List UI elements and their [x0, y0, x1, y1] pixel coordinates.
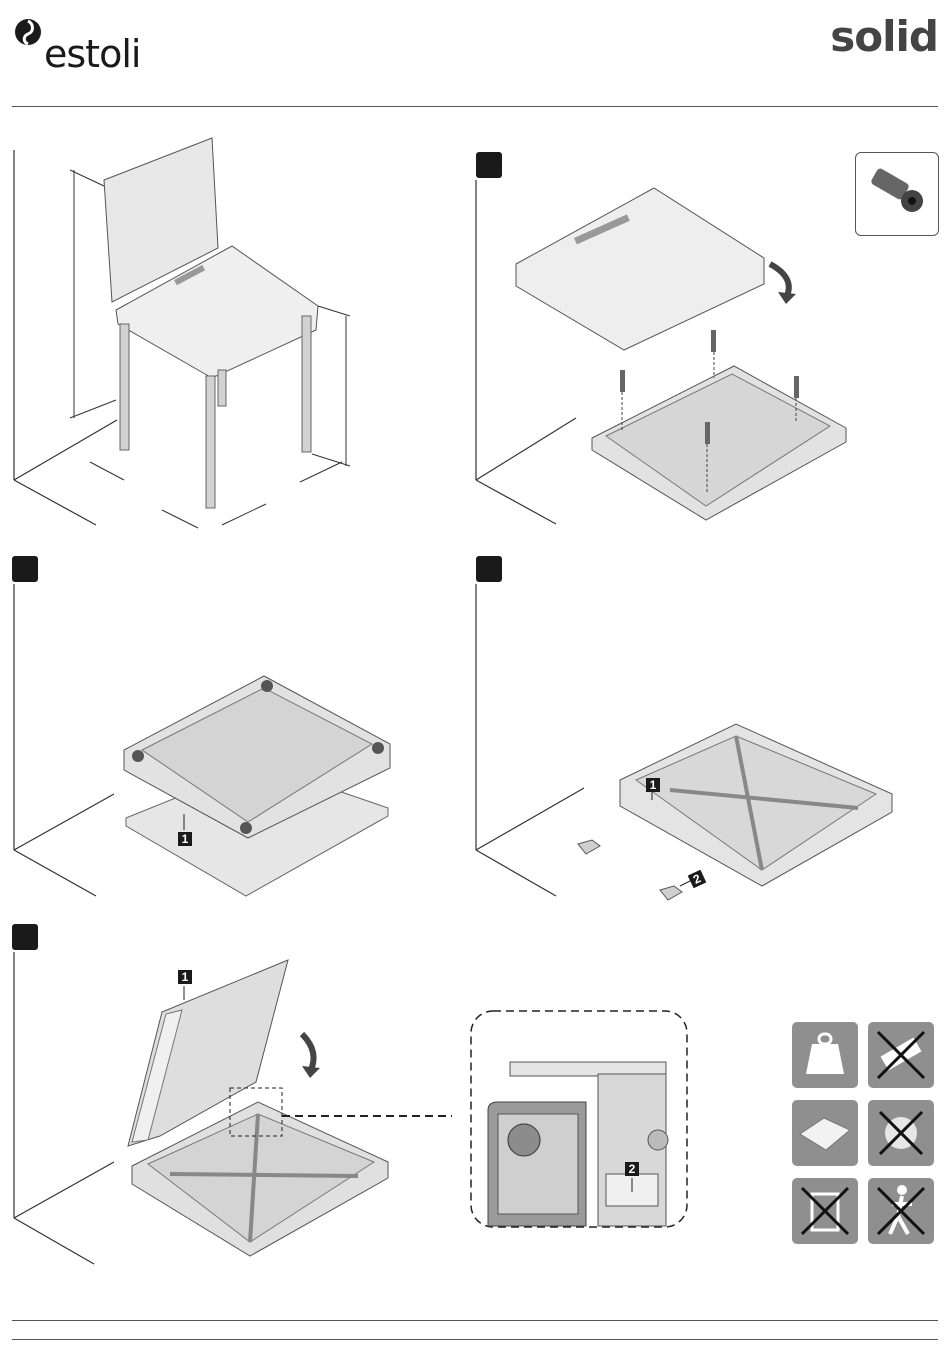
step-3-marker-a: 1	[646, 778, 660, 792]
estoli-logo: estoli	[14, 14, 144, 74]
overview-panel	[12, 130, 452, 530]
step-4-marker-a: 1	[178, 970, 192, 984]
header-divider	[12, 106, 938, 107]
no-sharp-icon	[868, 1022, 934, 1088]
step-4-detail: 2	[470, 1010, 688, 1228]
cloth-icon	[792, 1100, 858, 1166]
step-3-panel: 1 2	[474, 584, 914, 904]
brand-left-wordmark: estoli	[44, 32, 140, 76]
step-4-marker-b: 2	[625, 1162, 639, 1176]
step-1-drawing	[474, 180, 854, 530]
no-standing-icon	[868, 1178, 934, 1244]
step-2-marker: 1	[178, 832, 192, 846]
footer-divider-top	[12, 1320, 938, 1321]
screw-icon	[856, 153, 938, 235]
no-abrasive-icon	[868, 1100, 934, 1166]
step-3-drawing	[474, 584, 914, 904]
chair-dimensions-drawing	[12, 130, 452, 530]
step-4-detail-drawing	[470, 1010, 688, 1228]
no-solvent-icon	[792, 1178, 858, 1244]
step-2-drawing	[12, 584, 452, 904]
step-2-badge	[12, 556, 38, 582]
step-1-badge	[476, 152, 502, 178]
weight-icon	[792, 1022, 858, 1088]
solid-logo: solid	[828, 12, 938, 62]
step-1-panel	[474, 180, 854, 530]
step-2-panel: 1	[12, 584, 452, 904]
estoli-mark-icon	[14, 16, 44, 50]
step-4-panel: 1	[12, 952, 452, 1272]
step-3-badge	[476, 556, 502, 582]
step-4-badge	[12, 924, 38, 950]
step-4-drawing	[12, 952, 452, 1272]
brand-right-wordmark: solid	[830, 12, 938, 61]
screw-inset	[855, 152, 939, 236]
footer-divider-bottom	[12, 1339, 938, 1340]
